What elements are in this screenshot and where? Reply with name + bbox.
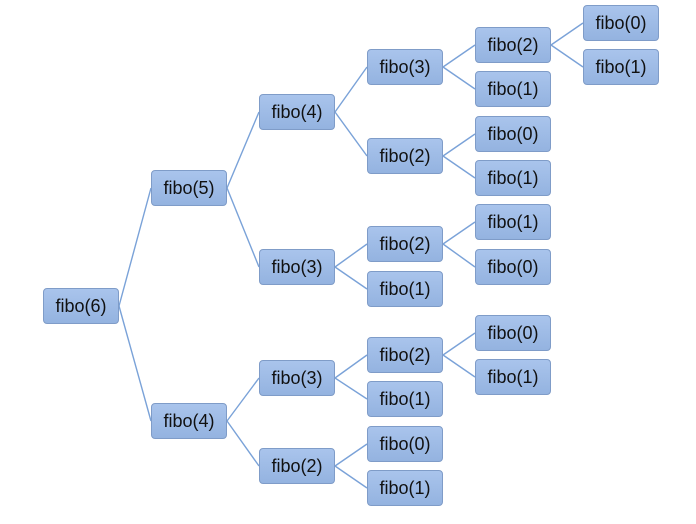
tree-edge <box>226 111 260 189</box>
tree-node-depth-3: fibo(1) <box>367 470 443 506</box>
tree-edge <box>334 465 368 489</box>
tree-node-depth-1: fibo(5) <box>151 170 227 206</box>
tree-node-depth-3: fibo(0) <box>367 426 443 462</box>
tree-edge <box>334 377 368 400</box>
tree-node-depth-3: fibo(1) <box>367 381 443 417</box>
tree-node-depth-3: fibo(2) <box>367 226 443 262</box>
tree-edge <box>442 354 476 378</box>
tree-edge <box>442 332 476 356</box>
tree-node-depth-5: fibo(1) <box>583 49 659 85</box>
tree-edge <box>334 266 368 290</box>
tree-node-depth-4: fibo(1) <box>475 359 551 395</box>
tree-node-depth-3: fibo(1) <box>367 271 443 307</box>
tree-edge <box>550 44 584 68</box>
tree-edge <box>226 420 260 467</box>
tree-edge <box>442 133 476 157</box>
tree-edge <box>226 187 260 268</box>
tree-node-depth-2: fibo(2) <box>259 448 335 484</box>
tree-edge <box>118 305 152 422</box>
tree-edge <box>442 155 476 179</box>
tree-node-depth-1: fibo(4) <box>151 403 227 439</box>
tree-node-depth-3: fibo(2) <box>367 337 443 373</box>
tree-edge <box>550 22 584 46</box>
tree-edge <box>226 377 260 422</box>
tree-edge <box>334 354 368 379</box>
tree-node-depth-3: fibo(3) <box>367 49 443 85</box>
tree-node-depth-4: fibo(1) <box>475 204 551 240</box>
tree-node-depth-4: fibo(1) <box>475 160 551 196</box>
tree-node-depth-4: fibo(0) <box>475 249 551 285</box>
tree-node-depth-4: fibo(0) <box>475 116 551 152</box>
tree-node-depth-0: fibo(6) <box>43 288 119 324</box>
tree-edge <box>442 66 476 90</box>
tree-edge <box>442 221 476 245</box>
tree-node-depth-2: fibo(4) <box>259 94 335 130</box>
tree-node-depth-4: fibo(0) <box>475 315 551 351</box>
tree-node-depth-4: fibo(1) <box>475 71 551 107</box>
tree-edge <box>334 443 368 467</box>
tree-node-depth-5: fibo(0) <box>583 5 659 41</box>
tree-edge <box>442 243 476 268</box>
tree-node-depth-3: fibo(2) <box>367 138 443 174</box>
tree-node-depth-2: fibo(3) <box>259 249 335 285</box>
tree-node-depth-4: fibo(2) <box>475 27 551 63</box>
tree-edge <box>442 44 476 68</box>
tree-edge <box>334 111 368 157</box>
tree-edge <box>334 243 368 268</box>
tree-edge <box>334 66 368 113</box>
tree-node-depth-2: fibo(3) <box>259 360 335 396</box>
tree-edge <box>118 187 152 307</box>
